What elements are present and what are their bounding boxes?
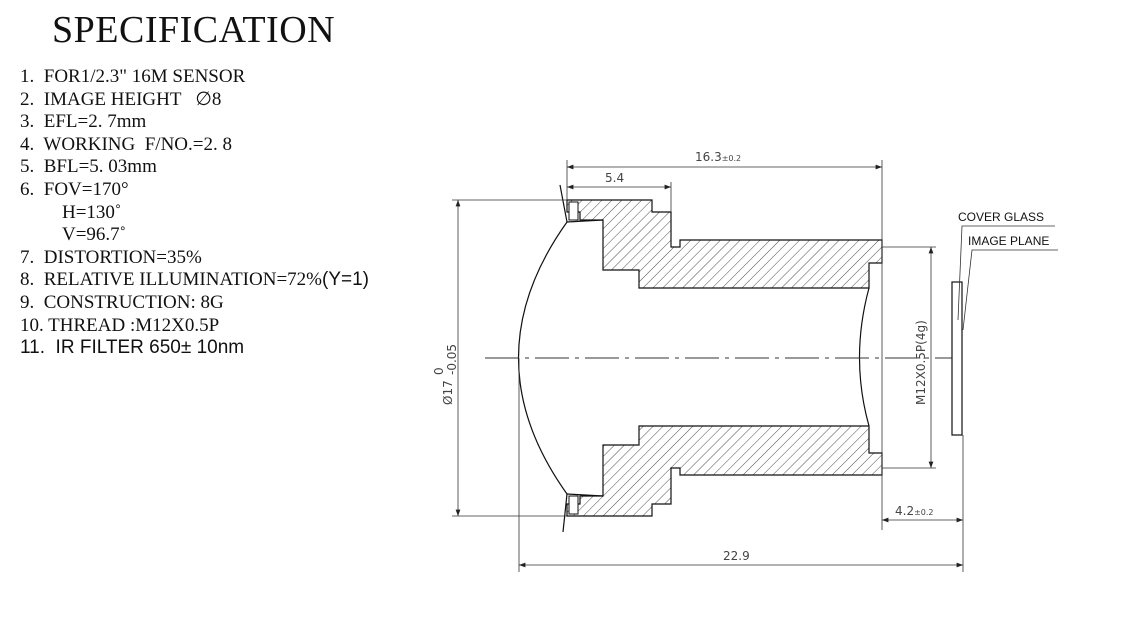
spec-item: 6. FOV=170°	[20, 178, 129, 200]
spec-item: 2. IMAGE HEIGHT ∅8	[20, 88, 222, 110]
dim-diameter-tol-lower: -0.05	[445, 344, 459, 375]
dimension-lines	[452, 160, 1058, 572]
spec-text-suffix: (Y=1)	[322, 269, 369, 291]
label-cover-glass: COVER GLASS	[958, 210, 1044, 224]
spec-item: 5. BFL=5. 03mm	[20, 156, 157, 178]
spec-item: 4. WORKING F/NO.=2. 8	[20, 133, 232, 155]
spec-item: 11. IR FILTER 650± 10nm	[20, 337, 245, 359]
spec-item: 7. DISTORTION=35%	[20, 246, 202, 268]
spec-item: 1. FOR1/2.3" 16M SENSOR	[20, 66, 246, 87]
dim-diameter-value: Ø17	[441, 380, 455, 405]
lens-housing	[566, 199, 883, 517]
spec-item: 3. EFL=2. 7mm	[20, 111, 147, 133]
dim-length: 16.3±0.2	[695, 150, 741, 164]
dim-thread: M12X0.5P(4g)	[914, 320, 928, 405]
spec-item: 9. CONSTRUCTION: 8G	[20, 291, 224, 313]
spec-item: V=96.7˚	[62, 224, 127, 246]
cover-glass	[951, 281, 963, 436]
spec-list: 1. FOR1/2.3" 16M SENSOR 2. IMAGE HEIGHT …	[20, 66, 369, 360]
spec-item: H=130˚	[62, 201, 122, 223]
dim-total: 22.9	[723, 549, 750, 563]
retaining-ring	[568, 201, 579, 515]
dim-flange: 5.4	[605, 171, 624, 185]
spec-item: 8. RELATIVE ILLUMINATION=72%(Y=1)	[20, 269, 369, 292]
dim-back: 4.2±0.2	[895, 504, 934, 518]
page-title: SPECIFICATION	[52, 9, 336, 51]
dim-diameter: Ø17 0 -0.05	[432, 344, 459, 405]
dim-diameter-tol-upper: 0	[432, 367, 446, 375]
label-image-plane: IMAGE PLANE	[968, 234, 1049, 248]
lens-elements	[517, 184, 870, 533]
spec-text: 8. RELATIVE ILLUMINATION=72%	[20, 269, 322, 291]
spec-item: 10. THREAD :M12X0.5P	[20, 314, 220, 336]
